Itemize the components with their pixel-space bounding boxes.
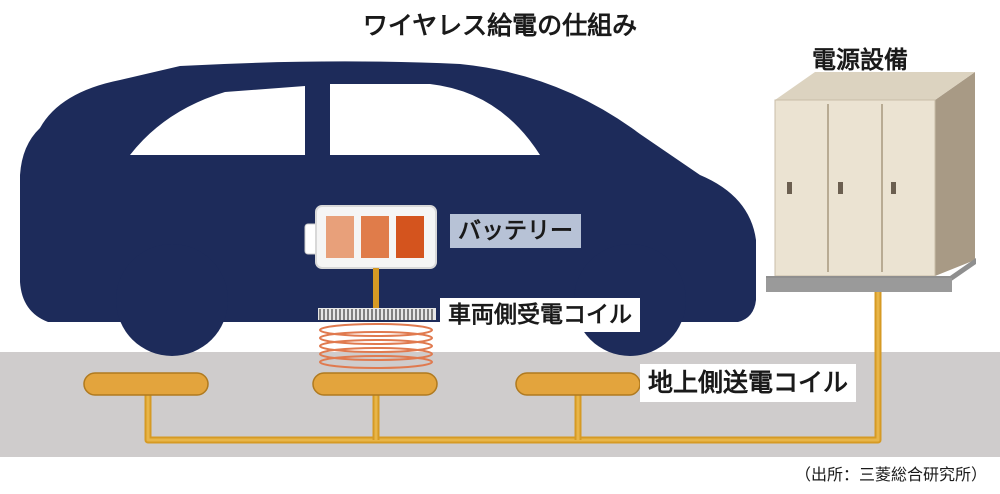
car-window-front <box>330 84 540 155</box>
cabinet-handle <box>787 182 792 194</box>
source-note: （出所：三菱総合研究所） <box>795 465 988 484</box>
battery-cell <box>326 216 354 258</box>
cabinet-handle <box>838 182 843 194</box>
ground-coil-pad <box>515 372 641 396</box>
power-equipment-label: 電源設備 <box>812 46 908 74</box>
ground-coil-pad <box>312 372 438 396</box>
vehicle-coil-label: 車両側受電コイル <box>440 298 640 332</box>
car-window-rear <box>130 86 305 155</box>
cabinet-front <box>774 99 936 277</box>
diagram-title: ワイヤレス給電の仕組み <box>362 11 638 40</box>
cabinet-side <box>935 72 975 276</box>
cabinet-top <box>775 72 975 100</box>
battery-label: バッテリー <box>450 214 581 248</box>
ground-coil-pad <box>83 372 209 396</box>
cabinet-base <box>766 278 952 292</box>
cabinet-handle <box>891 182 896 194</box>
power-cable <box>146 292 880 442</box>
cabinet-base-top <box>766 258 976 282</box>
ground-coil-label: 地上側送電コイル <box>640 364 857 402</box>
car-wheel-front <box>116 244 228 356</box>
battery-cell <box>361 216 389 258</box>
vehicle-coil-teeth <box>319 309 433 320</box>
battery-cell <box>396 216 424 258</box>
vehicle-coil <box>319 323 433 369</box>
